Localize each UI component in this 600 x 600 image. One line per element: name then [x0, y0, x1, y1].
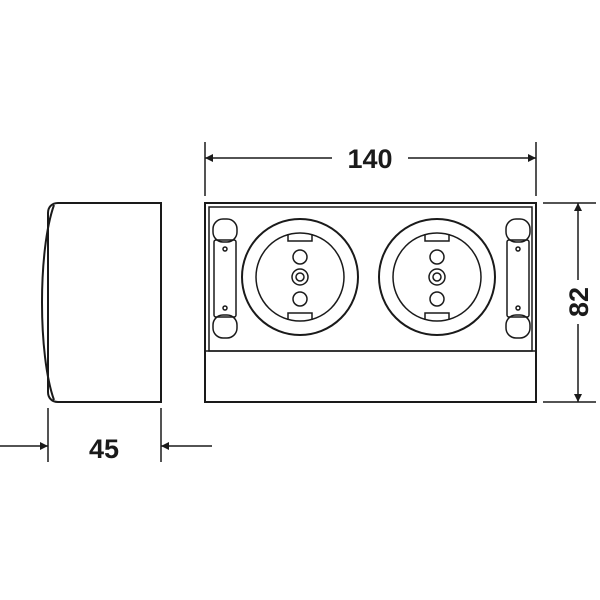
height-label: 82 [564, 287, 594, 317]
width-label: 140 [347, 144, 392, 174]
right-socket-outer-ring [378, 218, 496, 336]
left-socket-center-pin-hole-outer [291, 268, 309, 286]
front-view-inner-frame [208, 206, 533, 352]
right-bottom-pin [515, 305, 521, 311]
front-view-housing [204, 202, 537, 403]
left-socket-inner-ring [255, 232, 345, 322]
right-socket-inner-ring [392, 232, 482, 322]
left-socket-bottom-pin-hole [292, 291, 308, 307]
right-socket [378, 218, 496, 336]
height-dimension [543, 202, 596, 403]
right-socket-center-pin-hole-outer [428, 268, 446, 286]
right-rail-bar [506, 239, 530, 318]
depth-label: 45 [89, 434, 119, 464]
left-mounting-rail [212, 218, 238, 339]
left-socket [241, 218, 359, 336]
side-view [41, 202, 162, 403]
right-socket-bottom-earth-clip [424, 312, 450, 320]
right-mounting-rail [505, 218, 531, 339]
left-socket-center-pin-hole-inner [295, 272, 305, 282]
left-socket-outer-ring [241, 218, 359, 336]
left-rail-bar [213, 239, 237, 318]
right-socket-bottom-pin-hole [429, 291, 445, 307]
side-view-body [47, 202, 162, 403]
right-socket-top-earth-clip [424, 234, 450, 242]
left-bottom-pin [222, 305, 228, 311]
left-socket-top-pin-hole [292, 249, 308, 265]
right-socket-center-pin-hole-inner [432, 272, 442, 282]
left-bottom-screw [212, 314, 238, 339]
right-top-pin [515, 246, 521, 252]
left-top-screw [212, 218, 238, 243]
depth-dimension [0, 408, 212, 462]
right-socket-top-pin-hole [429, 249, 445, 265]
front-view [204, 202, 537, 403]
left-socket-top-earth-clip [287, 234, 313, 242]
width-dimension [204, 142, 537, 196]
side-view-face-curve [41, 204, 55, 401]
right-bottom-screw [505, 314, 531, 339]
right-top-screw [505, 218, 531, 243]
left-socket-bottom-earth-clip [287, 312, 313, 320]
left-top-pin [222, 246, 228, 252]
